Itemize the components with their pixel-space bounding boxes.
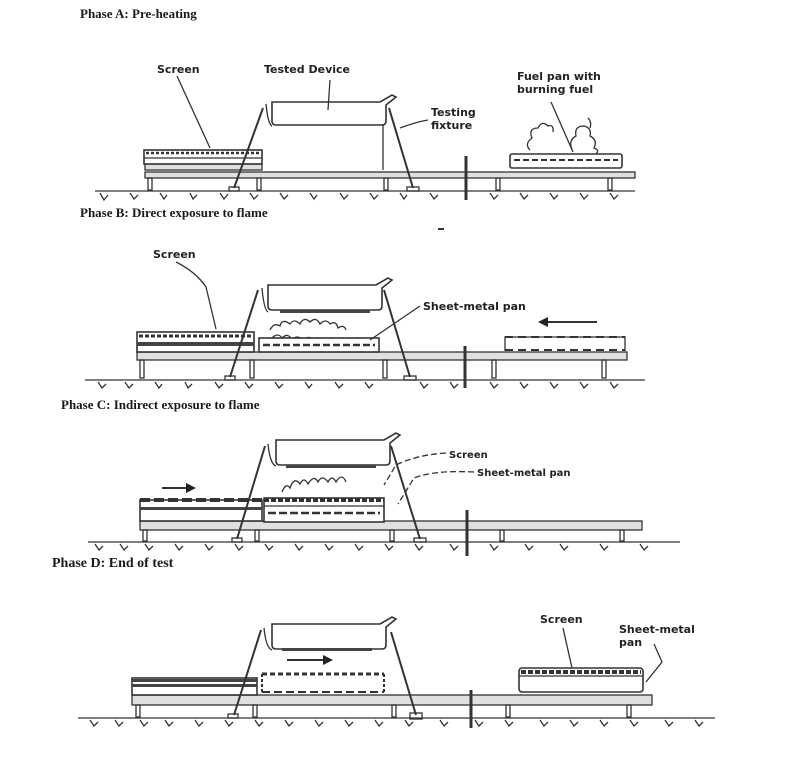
phase-a-fuel-pan [509, 117, 623, 169]
phase-c-screen-label: Screen [449, 450, 488, 461]
phase-b-screen [136, 331, 255, 353]
phase-a-fuel-pan-label: Fuel pan with burning fuel [517, 70, 601, 96]
phase-d-tested-device [263, 616, 398, 651]
phase-d-drawing [78, 616, 715, 728]
phase-c-title: Phase C: Indirect exposure to flame [61, 397, 260, 412]
phase-a-drawing [95, 75, 636, 202]
phase-d-pan-leader [645, 643, 663, 683]
phase-b-rail [136, 351, 628, 361]
phase-a-title: Phase A: Pre-heating [80, 6, 197, 21]
phase-c-tested-device [267, 432, 402, 468]
phase-a-fuel-leader [550, 101, 574, 153]
phase-d-testing-fixture [227, 629, 423, 720]
sheet-metal-line2: pan [619, 636, 643, 649]
phase-c-flame-icon [281, 476, 347, 493]
phase-c-sheet-metal-pan [264, 505, 384, 515]
sheet-metal-line1: Sheet-metal [619, 623, 695, 636]
phase-b-tested-device [261, 277, 394, 313]
phase-a-ground [95, 190, 635, 202]
phase-d-sheet-metal-pan-label: Sheet-metal pan [619, 623, 695, 649]
phase-a-fixture-leader [399, 119, 429, 129]
phase-c-sheet-metal-pan-label: Sheet-metal pan [477, 468, 571, 479]
phase-a-flame-icon [526, 117, 599, 155]
phase-a-screen-label: Screen [157, 63, 200, 76]
phase-a-tested-device [265, 94, 398, 127]
phase-b-drawing [85, 261, 645, 390]
phase-b-ground [85, 379, 645, 390]
phase-d-legs [135, 704, 632, 718]
phase-b-sheet-metal-pan [258, 337, 380, 353]
phase-d-title: Phase D: End of test [52, 556, 174, 571]
phase-a-screen-leader [176, 75, 211, 149]
phase-c-pan-leader [397, 470, 475, 505]
phase-b-arrow-left-icon [538, 317, 597, 327]
phase-d-arrow-right-icon [287, 655, 333, 665]
phase-b-title: Phase B: Direct exposure to flame [80, 205, 268, 220]
phase-d-screen-label: Screen [540, 613, 583, 626]
phase-a-testing-fixture [228, 107, 420, 192]
phase-d-moving-assembly [261, 672, 385, 693]
phase-b-testing-fixture [224, 289, 417, 381]
fuel-pan-line1: Fuel pan with [517, 70, 601, 83]
phase-c-legs [142, 529, 625, 542]
phase-b-pan-leader [369, 305, 421, 341]
phase-c-screen [140, 497, 385, 523]
testing-fixture-line1: Testing [431, 106, 476, 119]
phase-b-legs [139, 359, 607, 379]
phase-b-sheet-metal-pan-label: Sheet-metal pan [423, 300, 526, 313]
phase-c-ground [88, 541, 680, 552]
phase-b-incoming-pan [504, 336, 626, 351]
phase-c-arrow-right-icon [162, 483, 196, 493]
phase-a-tested-device-label: Tested Device [264, 63, 350, 76]
phase-b-screen-label: Screen [153, 248, 196, 261]
phase-c-drawing [88, 432, 680, 556]
phase-d-screen-leader [562, 627, 573, 669]
phase-c-rail [139, 520, 643, 531]
phase-a-legs [147, 177, 613, 191]
phase-d-left-frame [131, 677, 258, 696]
phase-a-screen [143, 149, 263, 165]
phase-d-rail [131, 694, 653, 706]
phase-a-testing-fixture-label: Testing fixture [431, 106, 476, 132]
phase-d-screen-and-pan [518, 667, 644, 693]
phase-d-ground [78, 717, 715, 728]
testing-fixture-line2: fixture [431, 119, 473, 132]
phase-a-rail [144, 171, 636, 179]
phase-a-device-leader [327, 79, 331, 111]
fuel-pan-line2: burning fuel [517, 83, 594, 96]
phase-b-screen-leader [175, 261, 217, 330]
phase-c-screen-leader [383, 452, 447, 486]
